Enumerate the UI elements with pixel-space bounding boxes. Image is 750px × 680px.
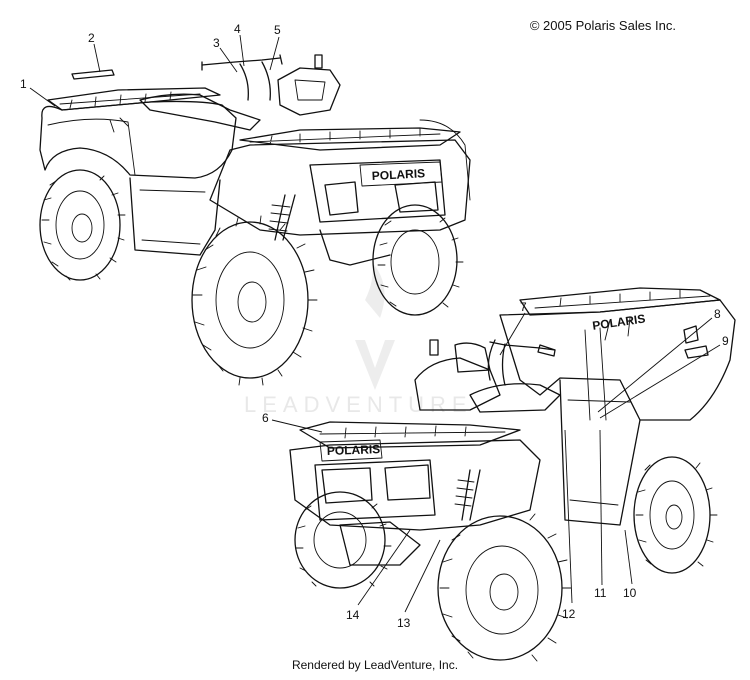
brand-badge-top: POLARIS (371, 166, 425, 183)
render-credit-footer: Rendered by LeadVenture, Inc. (291, 658, 459, 672)
callout-4: 4 (234, 22, 241, 36)
callout-9: 9 (722, 334, 729, 348)
callout-12: 12 (562, 607, 576, 621)
callout-1: 1 (20, 77, 27, 91)
callout-11: 11 (594, 586, 607, 600)
watermark-text: LEADVENTURE (244, 392, 473, 417)
callout-3: 3 (213, 36, 220, 50)
callout-7: 7 (520, 300, 527, 314)
leadventure-watermark: LEADVENTURE (244, 262, 473, 417)
copyright-notice: © 2005 Polaris Sales Inc. (529, 18, 676, 33)
callout-14: 14 (346, 608, 360, 622)
callout-5: 5 (274, 23, 281, 37)
atv-front-view: POLARIS POLARIS (289, 287, 736, 662)
brand-badge-bottom: POLARIS (327, 442, 381, 458)
callout-10: 10 (623, 586, 637, 600)
callout-2: 2 (88, 31, 95, 45)
callout-8: 8 (714, 307, 721, 321)
callout-layer: 1 2 3 4 5 6 7 8 9 10 11 12 (20, 22, 729, 630)
brand-badge-side: POLARIS (591, 312, 646, 333)
atv-rear-view: POLARIS (39, 54, 471, 386)
callout-13: 13 (397, 616, 411, 630)
callout-6: 6 (262, 411, 269, 425)
